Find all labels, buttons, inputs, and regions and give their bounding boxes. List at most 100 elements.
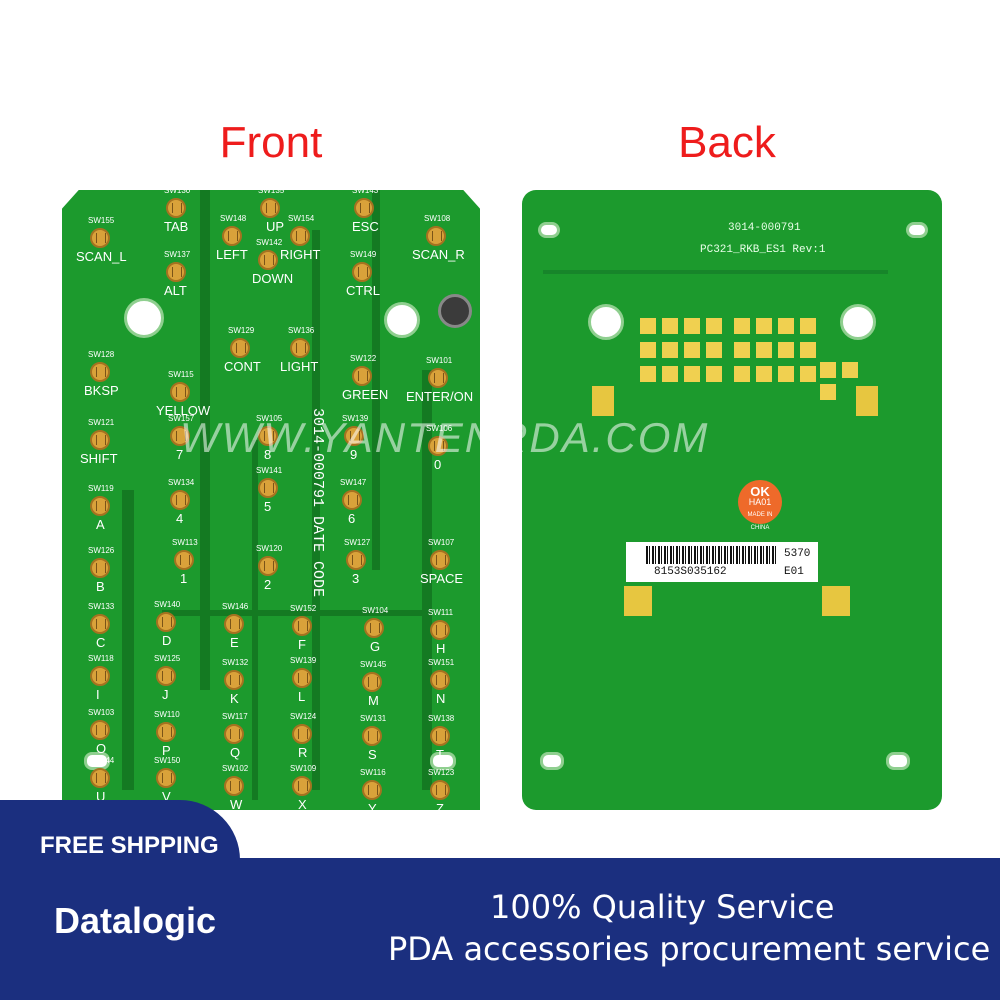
key-pad-0 [90, 228, 110, 248]
qc-sticker-code: HA01 [748, 497, 772, 507]
key-label: F [298, 637, 306, 652]
key-pad-40 [362, 672, 382, 692]
back-outline [543, 270, 888, 274]
front-board [62, 190, 480, 810]
key-label: SHIFT [80, 451, 118, 466]
switch-label: SW133 [88, 602, 115, 611]
switch-label: SW109 [290, 764, 317, 773]
switch-label: SW151 [428, 658, 455, 667]
key-label: 1 [180, 571, 188, 586]
connector-pad [662, 318, 678, 334]
switch-label: SW119 [88, 484, 114, 493]
switch-label: SW137 [164, 250, 191, 259]
key-label: L [298, 689, 306, 704]
key-pad-31 [156, 612, 176, 632]
switch-label: SW149 [350, 250, 377, 259]
switch-label: SW125 [154, 654, 181, 663]
connector-pad [778, 342, 794, 358]
back-foot-left [624, 586, 652, 616]
key-pad-17 [170, 426, 190, 446]
key-pad-21 [90, 496, 110, 516]
key-label: YELLOW [156, 403, 211, 418]
key-label: G [370, 639, 381, 654]
quality-text: 100% Quality Service [490, 888, 835, 926]
key-pad-14 [352, 366, 372, 386]
key-label: J [162, 687, 169, 702]
connector-pad [820, 384, 836, 400]
key-label: GREEN [342, 387, 389, 402]
switch-label: SW111 [428, 608, 454, 617]
key-pad-32 [224, 614, 244, 634]
back-hole-left [588, 304, 624, 340]
back-corner-right [906, 222, 928, 238]
key-label: 4 [176, 511, 184, 526]
back-corner-br [886, 752, 910, 770]
key-pad-5 [166, 262, 186, 282]
switch-label: SW154 [288, 214, 315, 223]
key-pad-22 [170, 490, 190, 510]
key-pad-3 [354, 198, 374, 218]
barcode-number: 8153S035162 [654, 566, 727, 578]
switch-label: SW143 [352, 186, 379, 195]
key-label: R [298, 745, 308, 760]
key-pad-45 [292, 724, 312, 744]
key-pad-46 [362, 726, 382, 746]
key-label: 7 [176, 447, 184, 462]
mount-hole-right [384, 302, 420, 338]
key-label: SCAN_R [412, 247, 465, 262]
key-pad-47 [430, 726, 450, 746]
key-label: M [368, 693, 379, 708]
key-pad-44 [224, 724, 244, 744]
switch-label: SW122 [350, 354, 377, 363]
key-pad-19 [344, 426, 364, 446]
back-corner-left [538, 222, 560, 238]
free-shipping-text: FREE SHPPING [40, 832, 219, 859]
key-label: UP [266, 219, 285, 234]
key-label: H [436, 641, 446, 656]
key-label: 9 [350, 447, 358, 462]
key-label: ESC [352, 219, 379, 234]
key-label: X [298, 797, 307, 812]
key-label: U [96, 789, 106, 804]
switch-label: SW148 [220, 214, 247, 223]
back-revision: PC321_RKB_ES1 Rev:1 [700, 244, 826, 256]
key-pad-50 [224, 776, 244, 796]
key-pad-51 [292, 776, 312, 796]
key-pad-35 [430, 620, 450, 640]
switch-label: SW117 [222, 712, 248, 721]
qc-sticker-ok: OK [750, 484, 770, 499]
switch-label: SW145 [360, 660, 387, 669]
key-label: S [368, 747, 377, 762]
key-label: LEFT [216, 247, 248, 262]
key-label: ENTER/ON [406, 389, 474, 404]
switch-label: SW131 [360, 714, 387, 723]
key-label: 2 [264, 577, 272, 592]
back-board [522, 190, 942, 810]
switch-label: SW147 [340, 478, 367, 487]
key-label: 5 [264, 499, 272, 514]
key-pad-43 [156, 722, 176, 742]
connector-pad [706, 366, 722, 382]
switch-label: SW105 [256, 414, 283, 423]
barcode-label-code: 5370 E01 [778, 542, 818, 582]
switch-label: SW107 [428, 538, 455, 547]
key-pad-13 [170, 382, 190, 402]
switch-label: SW146 [222, 602, 249, 611]
switch-label: SW101 [426, 356, 453, 365]
switch-label: SW136 [288, 326, 315, 335]
switch-label: SW141 [256, 466, 283, 475]
connector-pad [640, 342, 656, 358]
key-pad-27 [258, 556, 278, 576]
switch-label: SW118 [88, 654, 114, 663]
label-code-b: E01 [784, 566, 804, 578]
key-pad-48 [90, 768, 110, 788]
key-pad-33 [292, 616, 312, 636]
key-label: CONT [224, 359, 261, 374]
front-title: Front [219, 118, 323, 167]
key-pad-37 [156, 666, 176, 686]
key-label: B [96, 579, 105, 594]
key-pad-25 [90, 558, 110, 578]
key-label: 3 [352, 571, 360, 586]
switch-label: SW155 [88, 216, 115, 225]
key-label: BKSP [84, 383, 119, 398]
